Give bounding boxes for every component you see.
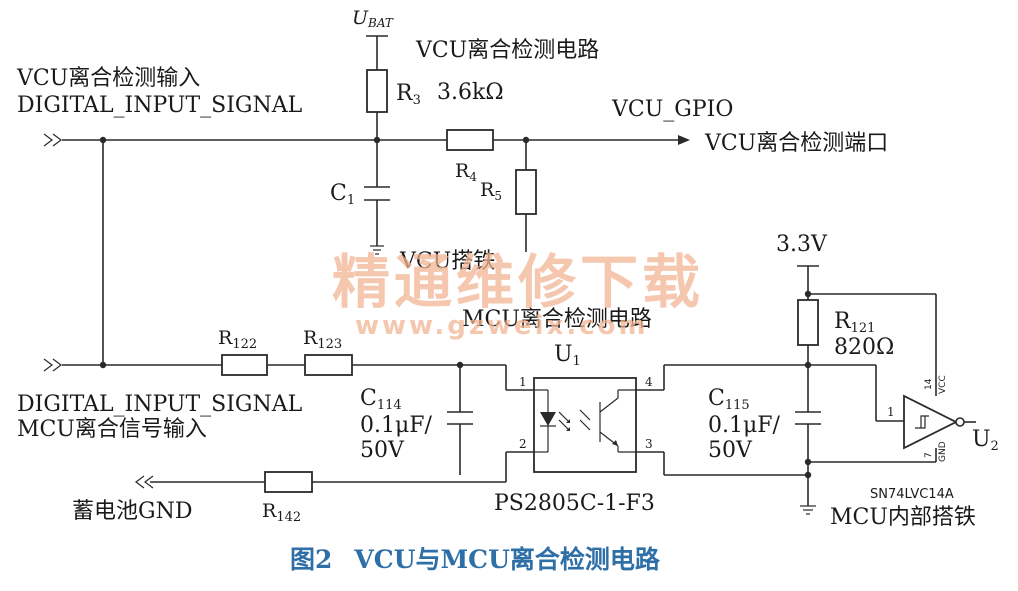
r4-label: R4 (455, 160, 477, 184)
r3-label: R3 (396, 81, 421, 108)
opto-pin-1: 1 (519, 375, 527, 389)
watermark-text: 精通维修下载 (332, 248, 704, 316)
opto-pin-4: 4 (645, 375, 653, 389)
optocoupler-u1 (533, 377, 637, 473)
vcu-ground-label: VCU搭铁 (399, 249, 495, 274)
junction-dot (99, 361, 107, 369)
junction-dot (804, 361, 812, 369)
mcu-input-title: MCU离合信号输入 (17, 417, 207, 442)
r122-label: R122 (218, 327, 257, 352)
c115-label: C115 (708, 386, 750, 413)
mcu-input-arrow (43, 358, 62, 372)
r142-label: R142 (262, 500, 301, 525)
junction-dot (522, 136, 530, 144)
resistor-r5 (515, 169, 537, 215)
vcu-wires (62, 35, 678, 365)
vcu-port-label: VCU离合检测端口 (704, 131, 888, 156)
c114-value-1: 0.1μF/ (360, 413, 433, 438)
opto-pin-3: 3 (645, 437, 653, 451)
junction-dot (99, 136, 107, 144)
u2-pin-1: 1 (887, 405, 895, 419)
ground-symbol (370, 245, 384, 255)
mcu-circuit-title: MCU离合检测电路 (462, 307, 652, 332)
resistor-r121 (797, 299, 819, 346)
c1-label: C1 (330, 181, 355, 208)
resistor-r122 (221, 354, 268, 376)
r3-value: 3.6kΩ (437, 80, 504, 105)
capacitor-c1 (364, 186, 390, 201)
vcu-input-title: VCU离合检测输入 (16, 66, 200, 91)
u2-label: U2 (972, 427, 999, 454)
c115-value-2: 50V (708, 438, 753, 463)
u1-label: U1 (554, 342, 581, 369)
supply-3v3-label: 3.3V (776, 232, 828, 257)
vcu-output-arrow (678, 135, 690, 145)
u2-vcc-label: VCC (938, 375, 948, 394)
vcu-input-signal: DIGITAL_INPUT_SIGNAL (17, 93, 303, 118)
u2-pin-7: 7 (924, 452, 934, 458)
opto-pin-2: 2 (519, 437, 527, 451)
capacitor-c114 (447, 411, 473, 425)
ubat-label: UBAT (352, 7, 394, 30)
battery-gnd-arrow (135, 475, 154, 489)
mcu-internal-ground-label: MCU内部搭铁 (830, 505, 976, 530)
vcu-gpio-label: VCU_GPIO (611, 97, 733, 122)
r121-value: 820Ω (834, 335, 894, 360)
capacitor-c115 (795, 411, 821, 425)
u2-gnd-label: GND (938, 441, 948, 462)
r5-label: R5 (480, 179, 502, 203)
junction-dot (804, 458, 812, 466)
vcu-input-arrow (43, 133, 62, 147)
battery-gnd-label: 蓄电池GND (72, 499, 192, 524)
watermark-url: www.gzweix.com (355, 311, 649, 341)
mcu-wires (62, 265, 937, 506)
junction-dot (456, 361, 464, 369)
vcu-circuit-title: VCU离合检测电路 (415, 38, 599, 63)
optocoupler-part-label: PS2805C-1-F3 (494, 491, 655, 516)
resistor-r142 (264, 471, 313, 493)
c114-label: C114 (360, 386, 402, 413)
resistor-r4 (446, 129, 494, 151)
ground-symbol (800, 505, 816, 515)
schmitt-inverter-u2 (903, 394, 976, 450)
resistor-r123 (304, 354, 353, 376)
schmitt-part-label: SN74LVC14A (870, 487, 954, 502)
r121-label: R121 (834, 309, 875, 336)
junction-dot (373, 136, 381, 144)
junction-dot (804, 471, 812, 479)
c115-value-1: 0.1μF/ (708, 413, 781, 438)
u2-pin-14: 14 (924, 378, 934, 390)
c114-value-2: 50V (360, 438, 405, 463)
resistor-r3 (366, 69, 388, 113)
r123-label: R123 (303, 327, 342, 352)
mcu-input-signal: DIGITAL_INPUT_SIGNAL (17, 392, 303, 417)
junction-dot (804, 290, 812, 298)
